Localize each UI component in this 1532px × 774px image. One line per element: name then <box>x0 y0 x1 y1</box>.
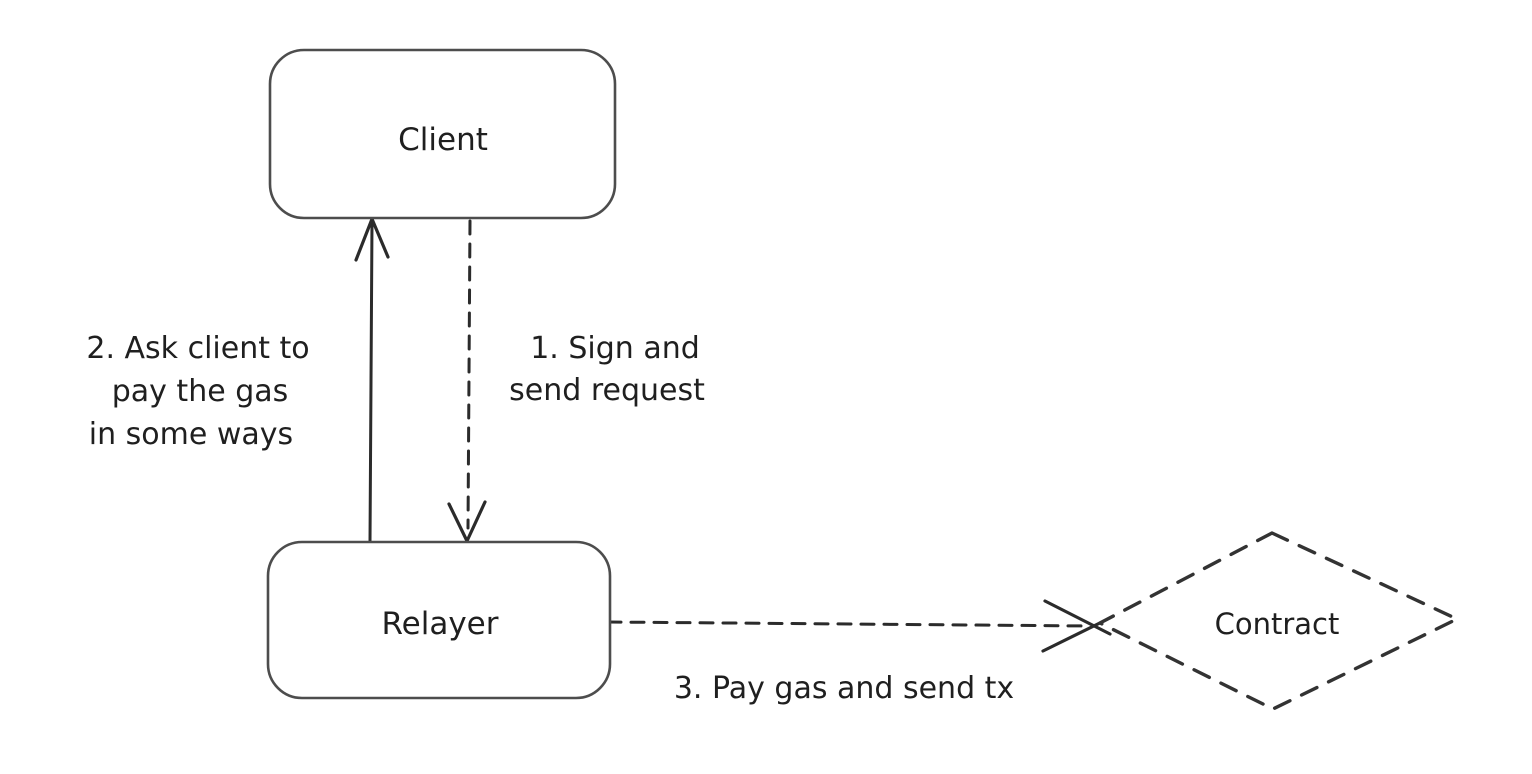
edge-ask-client-to-pay-gas: 2. Ask client to pay the gas in some way… <box>86 217 390 544</box>
contract-diamond <box>1098 531 1459 711</box>
relayer-box <box>266 540 612 700</box>
node-relayer: Relayer <box>266 540 612 700</box>
contract-label: Contract <box>1215 607 1340 641</box>
client-box <box>268 48 617 220</box>
relayer-label: Relayer <box>382 606 499 642</box>
edge-line-dashed-down <box>466 219 472 530</box>
edge-label-line: 1. Sign and <box>530 331 700 366</box>
edge-label-line: pay the gas <box>112 374 289 409</box>
arrowhead-right-icon <box>1043 599 1112 636</box>
edge-label-line: 2. Ask client to <box>86 331 309 366</box>
edge-line-solid-up <box>368 220 374 544</box>
edge-label-line: in some ways <box>89 417 293 452</box>
edge-sign-and-send-request: 1. Sign and send request <box>447 219 705 543</box>
node-client: Client <box>268 48 617 220</box>
edge-pay-gas-and-send-tx: 3. Pay gas and send tx <box>606 599 1114 706</box>
edge-label-line: 3. Pay gas and send tx <box>674 671 1014 706</box>
client-label: Client <box>398 122 488 158</box>
node-contract: Contract <box>1098 531 1459 711</box>
edge-label-line: send request <box>509 373 705 408</box>
edge-line-dashed-right <box>606 620 1092 628</box>
